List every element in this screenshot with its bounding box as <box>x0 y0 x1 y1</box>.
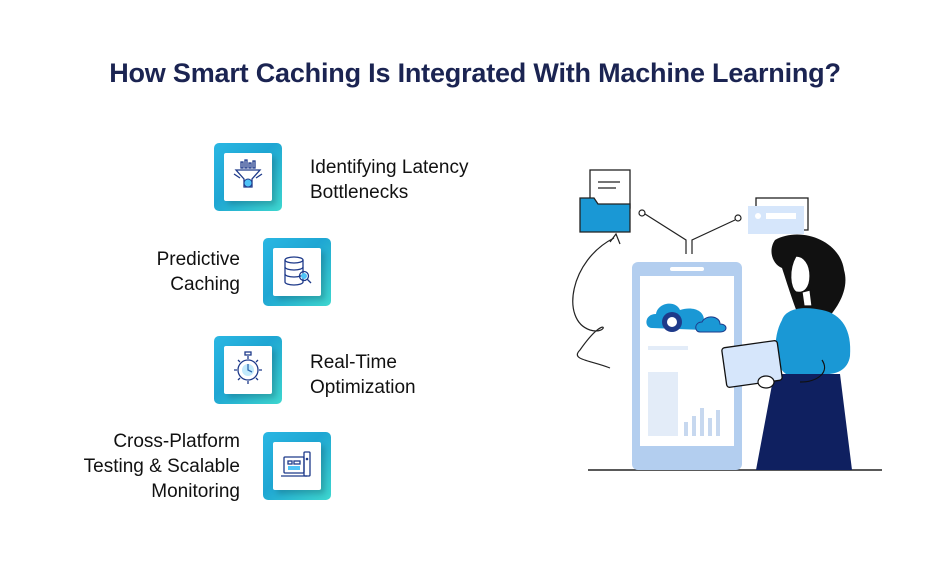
step-2-label: Predictive Caching <box>156 249 240 295</box>
gear-clock-icon <box>234 351 262 384</box>
illustration <box>572 169 882 471</box>
phone-illustration <box>632 262 742 470</box>
step-3-label: Real-Time Optimization <box>310 352 416 398</box>
step-4-label: Cross-Platform Testing & Scalable Monito… <box>83 431 240 502</box>
page-title: How Smart Caching Is Integrated With Mac… <box>109 58 841 88</box>
device-monitoring-icon <box>281 451 311 477</box>
step-2-tile <box>263 238 331 306</box>
step-4-tile <box>263 432 331 500</box>
message-bubble-icon <box>748 197 809 234</box>
folder-icon <box>579 169 631 233</box>
step-1-label: Identifying Latency Bottlenecks <box>310 157 469 203</box>
woman-illustration <box>721 234 852 470</box>
connector-lines <box>572 209 742 369</box>
database-search-icon <box>284 256 312 286</box>
step-3-tile <box>214 336 282 404</box>
step-1-tile <box>214 143 282 211</box>
funnel-analytics-icon <box>233 159 263 188</box>
